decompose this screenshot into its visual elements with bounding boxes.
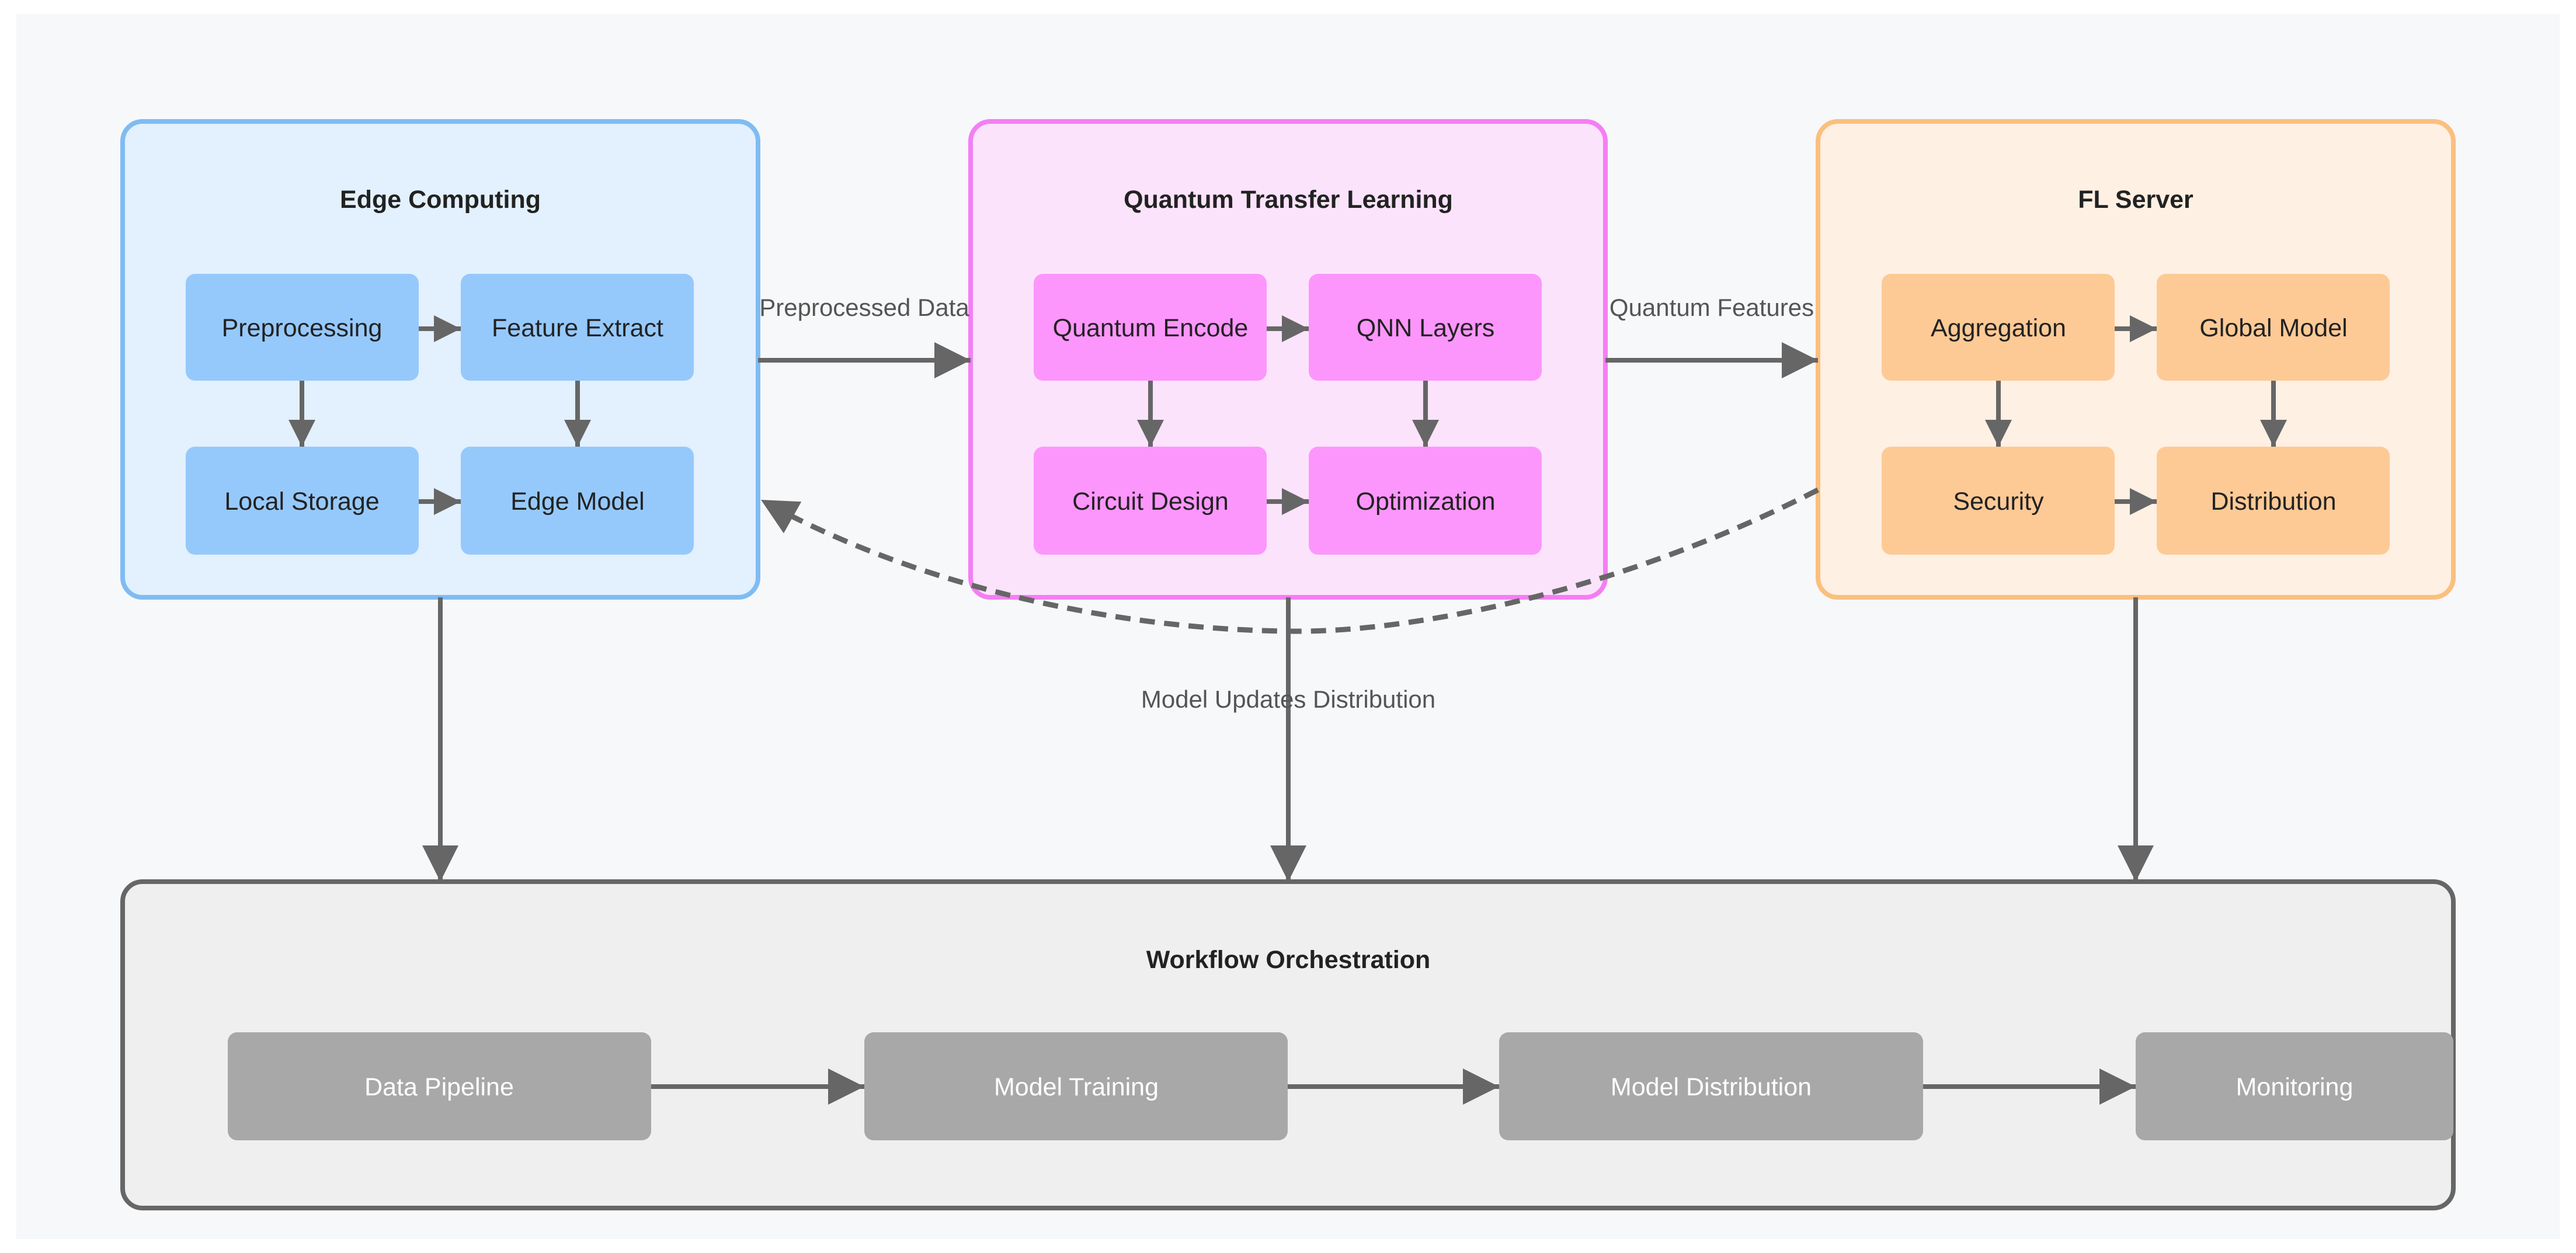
node-label-monitoring: Monitoring — [2236, 1073, 2353, 1101]
node-label-local-storage: Local Storage — [224, 488, 379, 516]
node-circuit-design[interactable] — [1034, 447, 1267, 555]
node-monitoring[interactable] — [2136, 1032, 2453, 1140]
cluster-title-workflow-orchestration: Workflow Orchestration — [1146, 946, 1431, 974]
node-optimization[interactable] — [1309, 447, 1542, 555]
edge-label-model-updates-distribution: Model Updates Distribution — [1141, 685, 1435, 713]
node-label-aggregation: Aggregation — [1931, 314, 2066, 342]
node-label-qnn-layers: QNN Layers — [1357, 314, 1495, 342]
node-aggregation[interactable] — [1882, 274, 2115, 381]
node-label-data-pipeline: Data Pipeline — [364, 1073, 514, 1101]
node-quantum-encode[interactable] — [1034, 274, 1267, 381]
node-distribution[interactable] — [2157, 447, 2390, 555]
node-data-pipeline[interactable] — [228, 1032, 651, 1140]
node-label-model-training: Model Training — [994, 1073, 1159, 1101]
edge-label-quantum-features: Quantum Features — [1609, 294, 1814, 321]
node-label-optimization: Optimization — [1356, 488, 1496, 516]
node-label-edge-model: Edge Model — [510, 488, 645, 516]
node-feature-extract[interactable] — [461, 274, 694, 381]
node-label-model-distribution: Model Distribution — [1611, 1073, 1812, 1101]
node-label-security: Security — [1953, 488, 2044, 516]
node-local-storage[interactable] — [186, 447, 419, 555]
node-preprocessing[interactable] — [186, 274, 419, 381]
edge-label-preprocessed-data: Preprocessed Data — [759, 294, 969, 321]
node-qnn-layers[interactable] — [1309, 274, 1542, 381]
node-label-global-model: Global Model — [2199, 314, 2347, 342]
cluster-title-edge-computing: Edge Computing — [340, 186, 541, 214]
node-label-distribution: Distribution — [2210, 488, 2336, 516]
node-label-quantum-encode: Quantum Encode — [1053, 314, 1249, 342]
node-global-model[interactable] — [2157, 274, 2390, 381]
node-label-feature-extract: Feature Extract — [492, 314, 663, 342]
cluster-title-fl-server: FL Server — [2078, 186, 2193, 214]
node-model-training[interactable] — [864, 1032, 1288, 1140]
node-label-circuit-design: Circuit Design — [1072, 488, 1229, 516]
node-model-distribution[interactable] — [1499, 1032, 1923, 1140]
node-edge-model[interactable] — [461, 447, 694, 555]
cluster-title-quantum-transfer-learning: Quantum Transfer Learning — [1124, 186, 1453, 214]
node-label-preprocessing: Preprocessing — [222, 314, 383, 342]
node-security[interactable] — [1882, 447, 2115, 555]
